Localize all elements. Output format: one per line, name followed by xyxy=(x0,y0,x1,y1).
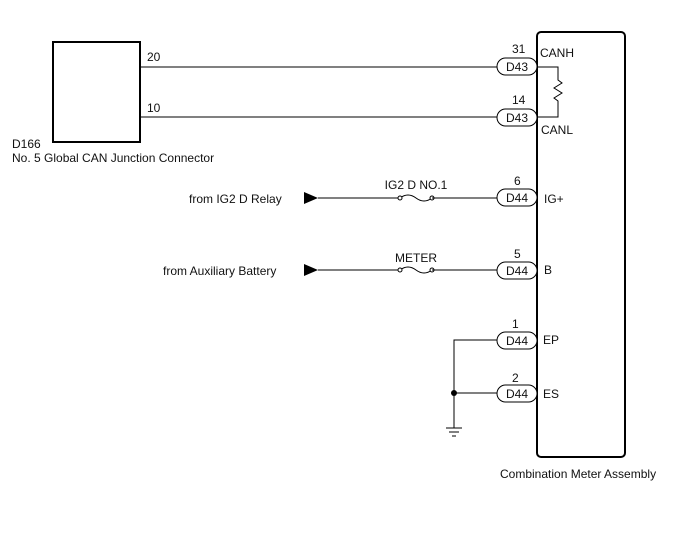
junction-pin-20: 20 xyxy=(147,50,161,64)
connector-code-ep: D44 xyxy=(506,334,528,348)
signal-canl: CANL xyxy=(541,123,573,137)
junction-connector-name: No. 5 Global CAN Junction Connector xyxy=(12,151,214,165)
connector-code-ig: D44 xyxy=(506,191,528,205)
source-ig2-relay: from IG2 D Relay xyxy=(189,192,282,206)
signal-b: B xyxy=(544,263,552,277)
junction-pin-10: 10 xyxy=(147,101,161,115)
signal-ig: IG+ xyxy=(544,192,564,206)
fuse-ig2-terminal-left xyxy=(397,195,403,201)
source-aux-battery: from Auxiliary Battery xyxy=(163,264,276,278)
arrow-battery-icon xyxy=(304,264,318,276)
ground-icon xyxy=(446,427,462,437)
wire-ep xyxy=(453,339,497,393)
meter-assembly-name: Combination Meter Assembly xyxy=(500,467,656,481)
meter-pin-2: 2 xyxy=(512,371,519,385)
meter-pin-1: 1 xyxy=(512,317,519,331)
junction-connector-code: D166 xyxy=(12,137,41,151)
signal-es: ES xyxy=(543,387,559,401)
connector-tag-b xyxy=(496,261,538,280)
meter-pin-6: 6 xyxy=(514,174,521,188)
fuse-meter-label: METER xyxy=(395,251,437,265)
meter-pin-14: 14 xyxy=(512,93,526,107)
fuse-meter-icon xyxy=(399,266,433,274)
fuse-ig2-label: IG2 D NO.1 xyxy=(385,178,448,192)
fuse-ig2-icon xyxy=(399,194,433,202)
termination-resistor-icon xyxy=(537,66,563,118)
connector-code-canl: D43 xyxy=(506,111,528,125)
connector-code-canh: D43 xyxy=(506,60,528,74)
junction-connector-box xyxy=(52,41,141,143)
meter-pin-31: 31 xyxy=(512,42,526,56)
connector-code-b: D44 xyxy=(506,264,528,278)
fuse-meter-terminal-left xyxy=(397,267,403,273)
signal-canh: CANH xyxy=(540,46,574,60)
meter-pin-5: 5 xyxy=(514,247,521,261)
connector-tag-ig xyxy=(496,188,538,207)
arrow-ig2-icon xyxy=(304,192,318,204)
meter-assembly-box xyxy=(536,31,626,458)
signal-ep: EP xyxy=(543,333,559,347)
connector-code-es: D44 xyxy=(506,387,528,401)
